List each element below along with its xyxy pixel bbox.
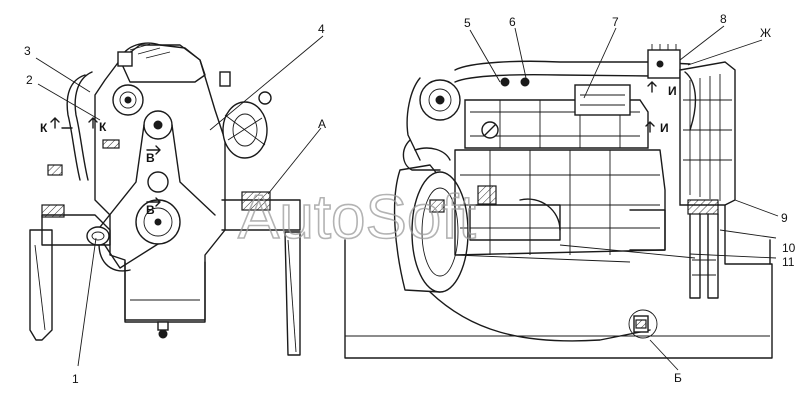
section-mark-v-top: В [146, 151, 155, 165]
section-mark-k-left: К [40, 121, 48, 135]
section-mark-k-right: К [99, 120, 107, 134]
front-view-engine [29, 42, 301, 356]
watermark: AutoSoft [238, 183, 476, 252]
callout-labels: 3 2 4 А 1 5 6 7 8 Ж 9 10 11 Б [24, 12, 796, 386]
front-view-section-marks: К К В В [40, 117, 161, 217]
arrow-up-icon [88, 117, 98, 129]
section-mark-i-top: И [668, 84, 677, 98]
callout-3: 3 [24, 44, 31, 58]
section-mark-i-bottom: И [660, 121, 669, 135]
callout-7: 7 [612, 15, 619, 29]
callout-2: 2 [26, 73, 33, 87]
callout-5: 5 [464, 16, 471, 30]
arrow-up-icon [645, 121, 655, 133]
callout-4: 4 [318, 22, 325, 36]
callout-B: Б [674, 371, 682, 385]
section-mark-v-bottom: В [146, 203, 155, 217]
callout-9: 9 [781, 211, 788, 225]
arrow-up-icon [50, 117, 60, 129]
callout-10: 10 [782, 241, 796, 255]
arrow-up-icon [647, 81, 657, 93]
callout-leaders [35, 25, 779, 371]
callout-11: 11 [782, 255, 795, 269]
callout-Zh: Ж [760, 26, 771, 40]
callout-8: 8 [720, 12, 727, 26]
callout-1: 1 [72, 372, 79, 386]
callout-6: 6 [509, 15, 516, 29]
arrow-right-icon [146, 197, 161, 207]
arrow-right-icon [146, 145, 161, 155]
callout-A: А [318, 117, 326, 131]
side-view-section-marks: И И [645, 81, 677, 135]
